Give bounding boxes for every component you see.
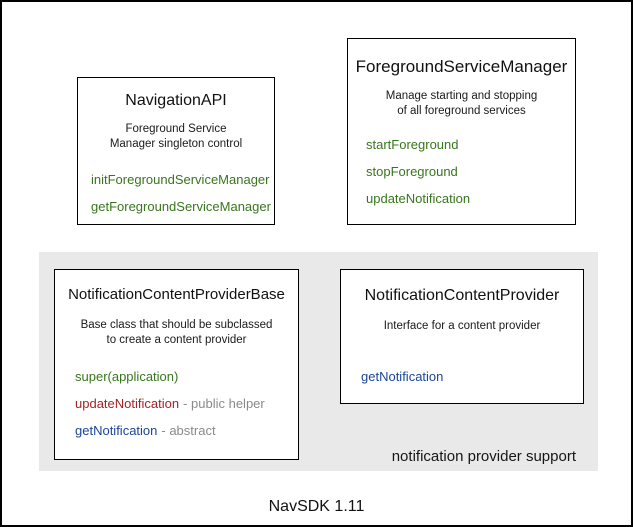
class-description: Manage starting and stopping of all fore… — [348, 89, 575, 119]
class-description-line: Foreground Service — [125, 123, 227, 135]
method-row: super(application) — [75, 370, 298, 384]
class-description-line: of all foreground services — [397, 105, 526, 117]
method-row: updateNotification- public helper — [75, 397, 298, 411]
method-row: startForeground — [366, 138, 575, 152]
class-description: Foreground Service Manager singleton con… — [78, 122, 274, 152]
class-description-line: Manager singleton control — [109, 138, 243, 150]
class-title: ForegroundServiceManager — [355, 57, 568, 76]
class-description-line: Base class that should be subclassed — [80, 319, 273, 331]
method-label: super(application) — [75, 369, 179, 384]
method-annotation: - abstract — [161, 423, 216, 438]
class-title: NotificationContentProvider — [364, 287, 560, 304]
method-list: initForegroundServiceManager getForegrou… — [78, 173, 274, 227]
method-row: initForegroundServiceManager — [91, 173, 274, 187]
class-box-notification-content-provider: NotificationContentProvider Interface fo… — [340, 269, 584, 404]
method-row: stopForeground — [366, 165, 575, 179]
method-list: startForeground stopForeground updateNot… — [348, 138, 575, 219]
class-box-notification-content-provider-base: NotificationContentProviderBase Base cla… — [54, 269, 299, 460]
method-row: updateNotification — [366, 192, 575, 206]
method-label: stopForeground — [366, 164, 458, 179]
class-box-foreground-service-manager: ForegroundServiceManager Manage starting… — [347, 38, 576, 225]
class-title: NotificationContentProviderBase — [68, 286, 285, 303]
method-label: getForegroundServiceManager — [91, 199, 271, 214]
method-row: getNotification — [361, 370, 583, 384]
method-row: getForegroundServiceManager — [91, 200, 274, 214]
class-description-line: Manage starting and stopping — [385, 90, 538, 102]
method-label: getNotification — [75, 423, 158, 438]
class-title: NavigationAPI — [125, 92, 227, 109]
panel-label: notification provider support — [391, 448, 576, 465]
method-list: super(application) updateNotification- p… — [55, 370, 298, 451]
method-label: updateNotification — [366, 191, 471, 206]
method-row: getNotification- abstract — [75, 424, 298, 438]
method-annotation: - public helper — [183, 396, 265, 411]
class-description-line: to create a content provider — [106, 334, 247, 346]
class-description: Interface for a content provider — [341, 319, 583, 334]
method-list: getNotification — [341, 370, 583, 397]
class-description: Base class that should be subclassed to … — [55, 318, 298, 348]
method-label: startForeground — [366, 137, 459, 152]
method-label: initForegroundServiceManager — [91, 172, 270, 187]
method-label: getNotification — [361, 369, 444, 384]
class-box-navigation-api: NavigationAPI Foreground Service Manager… — [77, 77, 275, 225]
footer-version-label: NavSDK 1.11 — [268, 498, 365, 515]
class-description-line: Interface for a content provider — [383, 320, 541, 332]
method-label: updateNotification — [75, 396, 180, 411]
